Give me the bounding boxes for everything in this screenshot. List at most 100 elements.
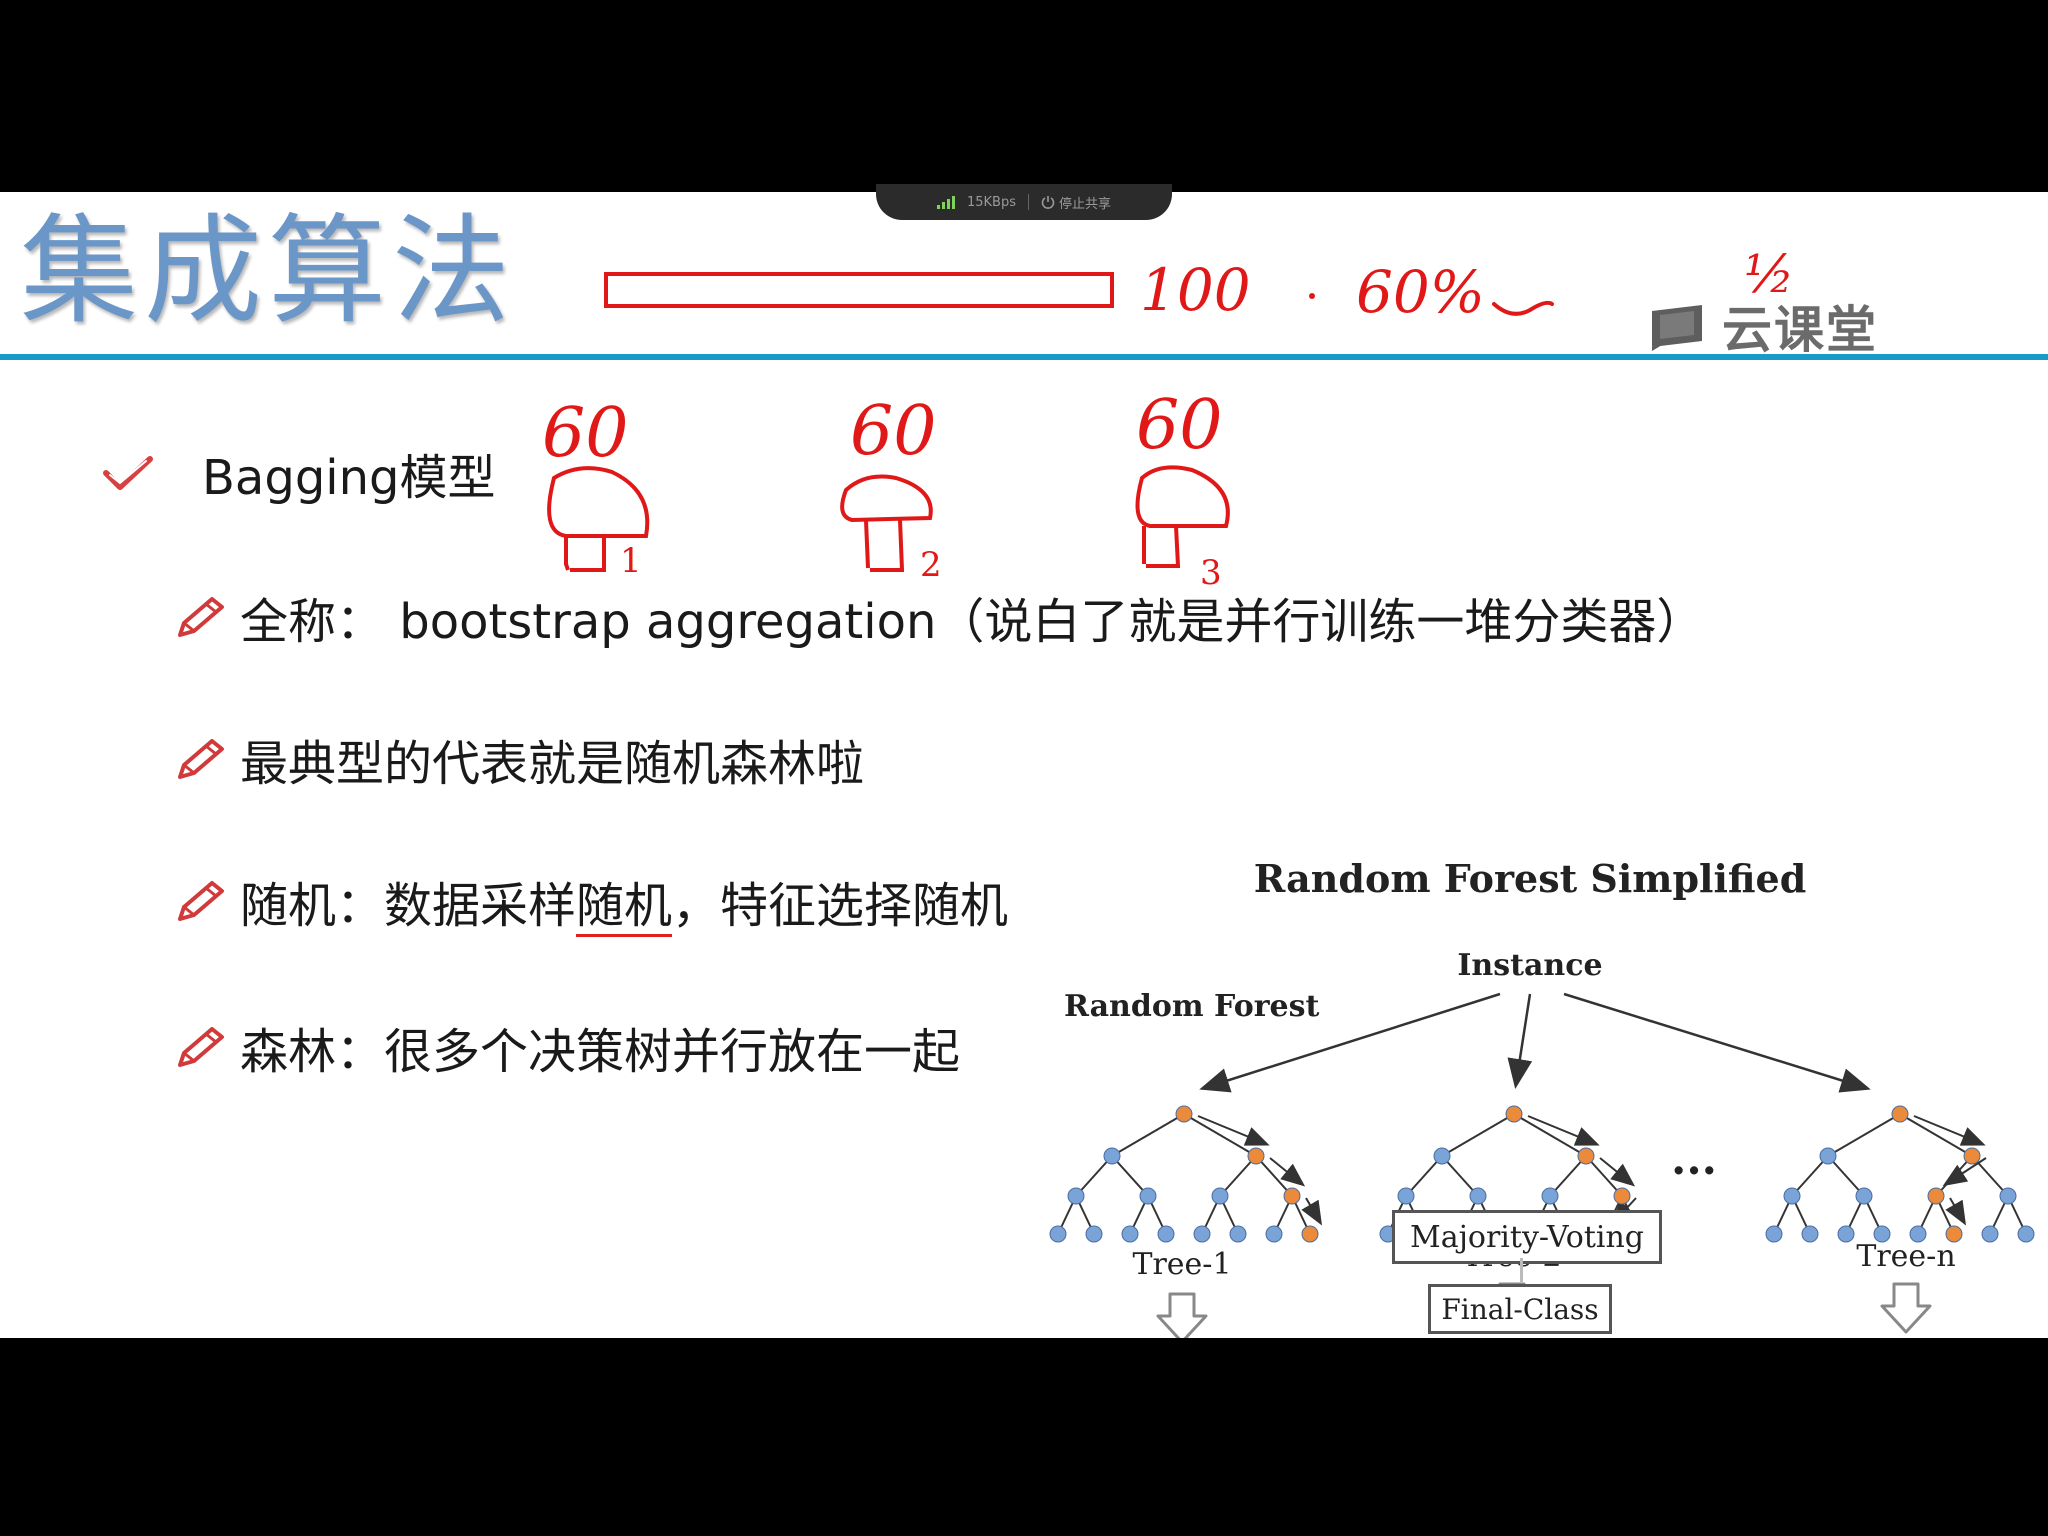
- tree-edge: [1791, 1155, 1829, 1197]
- sub-bullet: 随机：数据采样随机，特征选择随机: [174, 866, 1008, 937]
- tree-node: [1613, 1187, 1631, 1205]
- handwritten-count: 60: [850, 392, 937, 471]
- tree-node: [1927, 1187, 1945, 1205]
- pencil-icon: [178, 1027, 224, 1067]
- tree-node: [2017, 1225, 2035, 1243]
- tree-path-arrow: [1913, 1115, 1986, 1146]
- tree-edge: [1219, 1155, 1257, 1197]
- class-label: Class-B: [1853, 1337, 1966, 1338]
- tree-edge: [1183, 1113, 1257, 1157]
- tree-edge: [1513, 1113, 1587, 1157]
- stop-share-label: 停止共享: [1059, 196, 1112, 212]
- divider: [1028, 194, 1029, 210]
- down-arrow-icon: [1156, 1292, 1208, 1338]
- tree-edge: [1899, 1113, 1973, 1157]
- tree-node: [1157, 1225, 1175, 1243]
- tree-node: [1891, 1105, 1909, 1123]
- tree-path-arrow: [1269, 1157, 1306, 1187]
- handwritten-subscript: 2: [920, 545, 942, 585]
- main-bullet-text: Bagging模型: [202, 450, 496, 506]
- screen-share-bar: 15KBps 停止共享: [876, 184, 1172, 220]
- tree-node: [1981, 1225, 1999, 1243]
- sub-bullet-text: 全称： bootstrap aggregation（说白了就是并行训练一堆分类器…: [240, 594, 1705, 650]
- sub-bullet-text: 森林：很多个决策树并行放在一起: [240, 1024, 961, 1080]
- random-forest-diagram: Random Forest Simplified Instance Random…: [1040, 652, 2048, 1338]
- handwritten-note: 60%: [1356, 258, 1485, 326]
- instance-arrow: [1199, 992, 1501, 1093]
- handwritten-dot: [1309, 293, 1315, 299]
- tree-node: [1541, 1187, 1559, 1205]
- tree-node: [1301, 1225, 1319, 1243]
- tree-path-arrow: [1301, 1197, 1323, 1226]
- sub-bullet-text: 随机：数据采样随机，特征选择随机: [240, 866, 1008, 937]
- tree-edge: [1827, 1155, 1865, 1197]
- sub-bullet: 最典型的代表就是随机森林啦: [174, 724, 864, 794]
- sub-bullet-text-part: 随机：数据采样: [240, 878, 577, 934]
- tree-edge: [1441, 1155, 1479, 1197]
- handwritten-bar: [604, 272, 1114, 308]
- diagram-title: Random Forest Simplified: [1254, 856, 1807, 901]
- instance-arrow: [1507, 993, 1533, 1089]
- brand-logo: 云课堂: [1648, 290, 1878, 362]
- tree-node: [1577, 1147, 1595, 1165]
- tree-node: [1837, 1225, 1855, 1243]
- majority-voting-box: Majority-Voting: [1392, 1210, 1662, 1264]
- tree-node: [1801, 1225, 1819, 1243]
- pencil-icon: [178, 597, 224, 637]
- pencil-icon: [178, 739, 224, 779]
- tree-node: [1175, 1105, 1193, 1123]
- tree-edge: [1405, 1155, 1443, 1197]
- tree-edge: [1585, 1155, 1623, 1197]
- tree-node: [1855, 1187, 1873, 1205]
- majority-voting-label: Majority-Voting: [1409, 1219, 1644, 1255]
- tree-node: [1397, 1187, 1415, 1205]
- slide: 集成算法 云课堂 Bagging模型 全称： bootstrap aggrega…: [0, 192, 2048, 1338]
- tree-node: [1999, 1187, 2017, 1205]
- tree-edge: [1111, 1113, 1185, 1157]
- tree-path-arrow: [1527, 1115, 1600, 1146]
- tree-node: [1049, 1225, 1067, 1243]
- tree-node: [1765, 1225, 1783, 1243]
- tree-path-arrow: [1942, 1157, 1987, 1187]
- slide-title: 集成算法: [20, 202, 517, 340]
- network-speed: 15KBps: [966, 194, 1016, 210]
- tree-node: [1067, 1187, 1085, 1205]
- brand-logo-text: 云课堂: [1722, 301, 1878, 359]
- title-divider: [0, 354, 2048, 360]
- tree-node: [1873, 1225, 1891, 1243]
- handwritten-note: 100: [1140, 256, 1251, 324]
- tree-node: [1247, 1147, 1265, 1165]
- underlined-text: 随机: [576, 878, 673, 937]
- tree-node: [1945, 1225, 1963, 1243]
- final-class-box: Final-Class: [1428, 1284, 1612, 1334]
- tree-node: [1085, 1225, 1103, 1243]
- sub-bullet-text: 最典型的代表就是随机森林啦: [240, 736, 865, 792]
- handwritten-tree-3: 60 3: [1135, 386, 1230, 593]
- tree-path-arrow: [1197, 1115, 1270, 1146]
- tree-edge: [1441, 1113, 1515, 1157]
- signal-icon: [936, 195, 955, 209]
- instance-arrow: [1563, 992, 1871, 1093]
- tree-label: Tree-1: [1132, 1247, 1231, 1282]
- vote-connector: [1520, 1258, 1523, 1282]
- tree-edge: [1549, 1155, 1587, 1197]
- checkmark-icon: [103, 456, 153, 490]
- down-arrow-icon: [1880, 1282, 1932, 1334]
- tree-node: [1783, 1187, 1801, 1205]
- instance-label: Instance: [1457, 948, 1602, 983]
- tree-path-arrow: [1945, 1197, 1967, 1226]
- stop-share-button[interactable]: 停止共享: [1041, 193, 1111, 212]
- tree-node: [1433, 1147, 1451, 1165]
- tree-path-arrow: [1599, 1157, 1636, 1187]
- handwritten-tree-2: 60 2: [840, 392, 942, 585]
- tree-node: [1909, 1225, 1927, 1243]
- tree-node: [1265, 1225, 1283, 1243]
- tree-node: [1121, 1225, 1139, 1243]
- sub-bullet: 森林：很多个决策树并行放在一起: [174, 1012, 960, 1082]
- tree-node: [1103, 1147, 1121, 1165]
- tree-node: [1469, 1187, 1487, 1205]
- handwritten-subscript: 1: [620, 541, 642, 581]
- tree-node: [1505, 1105, 1523, 1123]
- forest-label: Random Forest: [1064, 989, 1319, 1024]
- handwritten-count: 60: [542, 394, 629, 473]
